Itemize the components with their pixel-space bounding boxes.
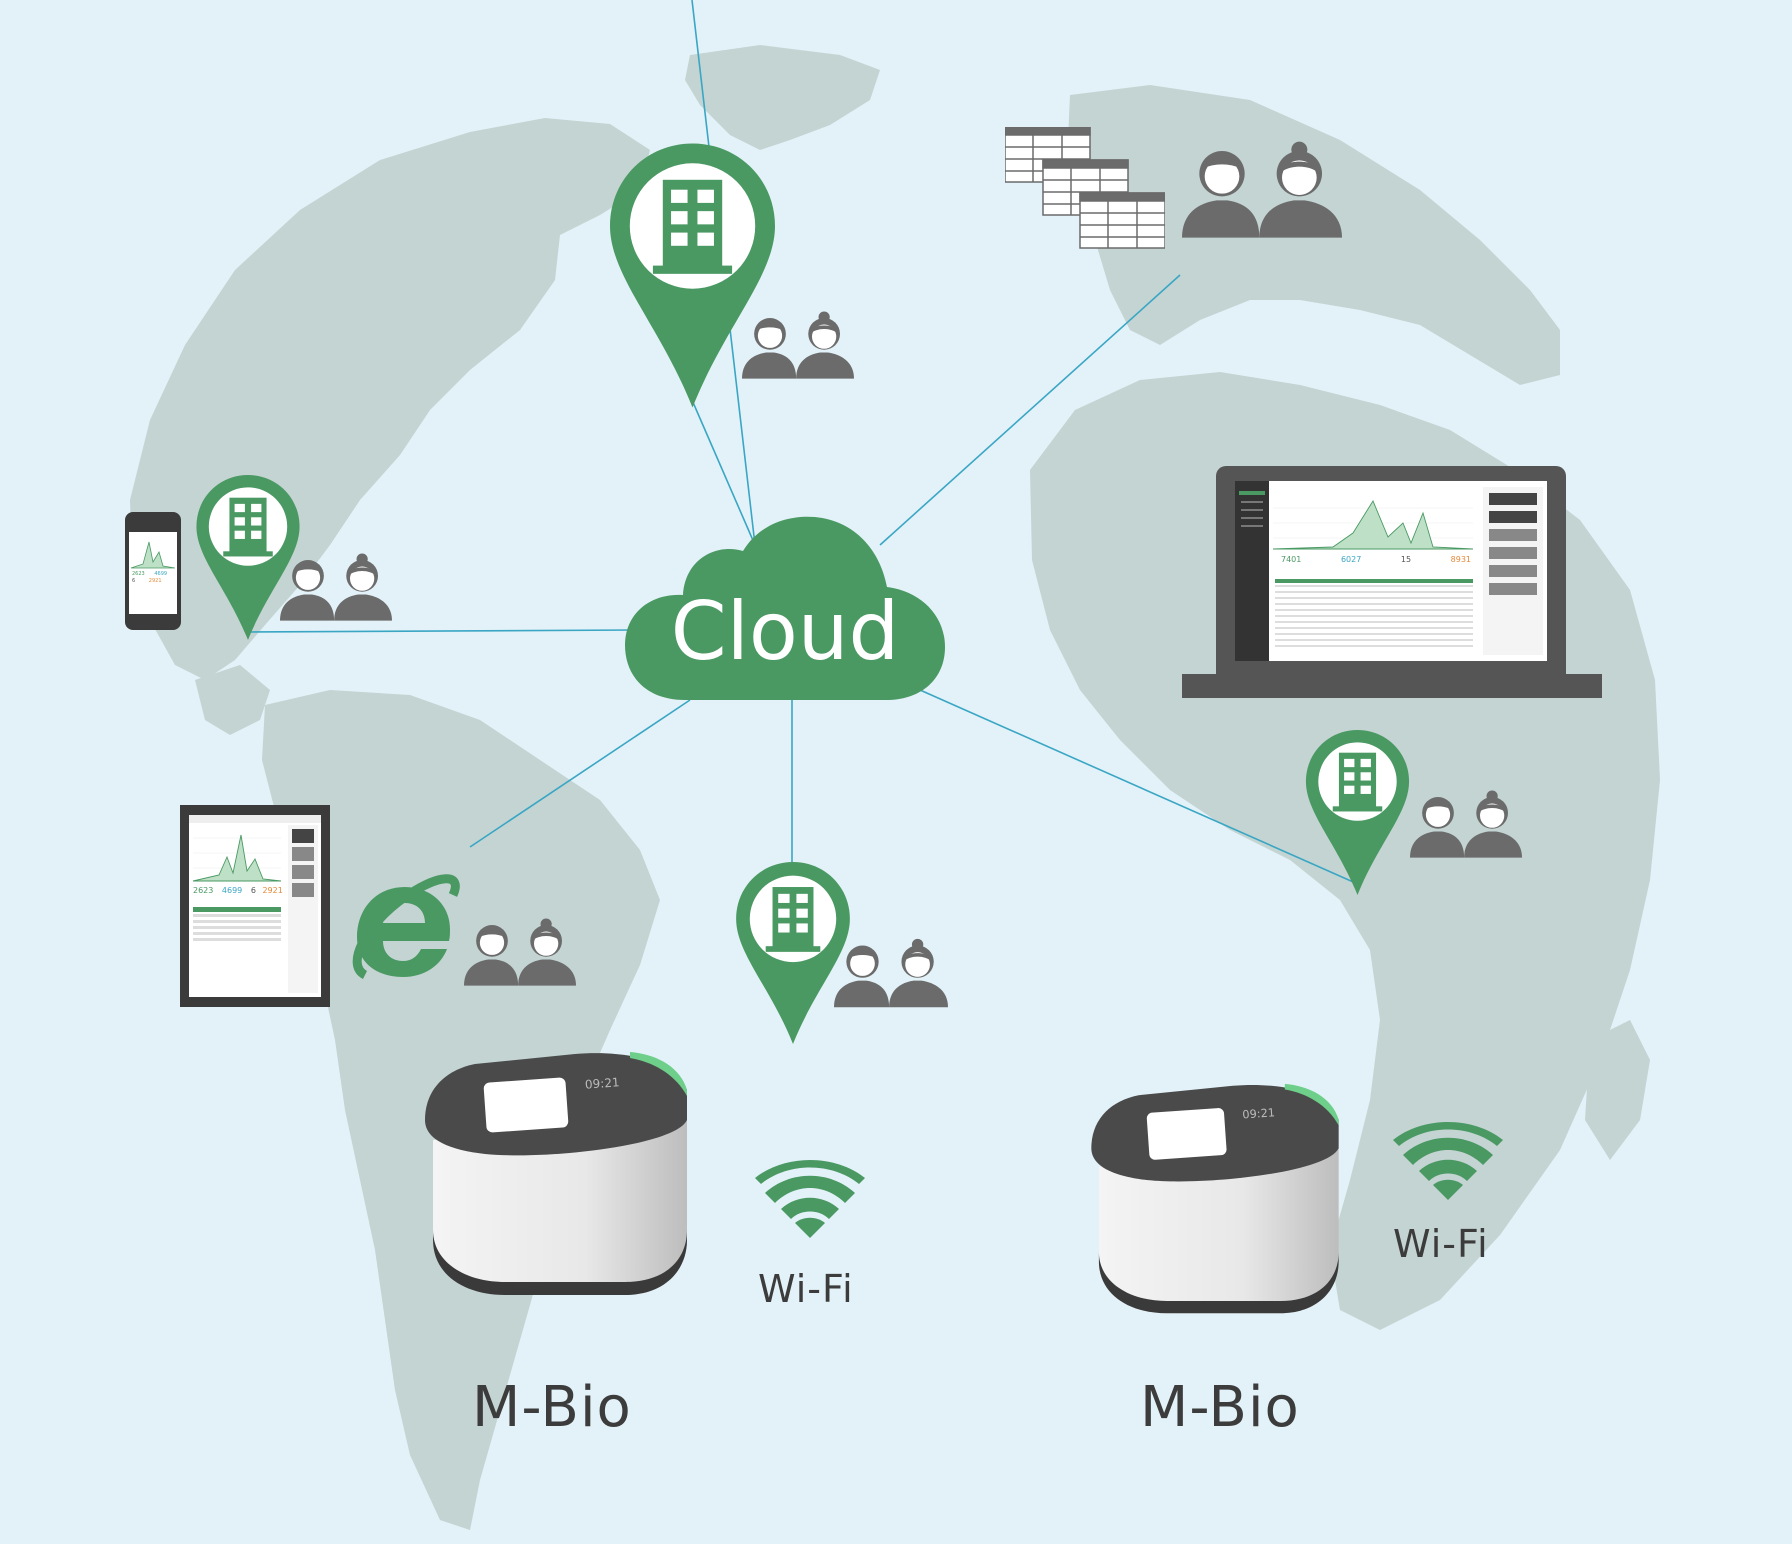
people-icon bbox=[834, 938, 948, 1010]
tablet-screen: 2623 4699 6 2921 bbox=[189, 815, 321, 997]
land-greenland bbox=[685, 45, 880, 150]
cloud-label: Cloud bbox=[670, 585, 900, 678]
building-pin-icon bbox=[1305, 730, 1410, 895]
land-central-america bbox=[195, 665, 270, 735]
laptop-sidebar bbox=[1483, 487, 1543, 655]
people-icon bbox=[1410, 788, 1522, 862]
link-east-pin bbox=[919, 689, 1361, 886]
tablet-stat: 4699 bbox=[221, 886, 243, 895]
laptop-stat: 8931 bbox=[1450, 555, 1471, 564]
wifi-icon bbox=[1393, 1122, 1503, 1200]
device-clock: 09:21 bbox=[585, 1075, 620, 1091]
people-icon bbox=[742, 308, 854, 384]
building-pin-icon bbox=[736, 862, 850, 1044]
phone-stat: 4699 bbox=[154, 571, 168, 577]
laptop-stat: 6027 bbox=[1340, 555, 1362, 564]
tablet-stat: 6 bbox=[250, 886, 256, 895]
m-bio-device: 09:21 bbox=[425, 1052, 687, 1295]
link-reports bbox=[879, 274, 1181, 546]
device-label: M-Bio bbox=[472, 1375, 632, 1440]
laptop-stat: 15 bbox=[1400, 555, 1412, 564]
tablet-stat: 2921 bbox=[262, 886, 283, 895]
smartphone: 2623 4699 6 2921 bbox=[125, 512, 181, 630]
laptop-base bbox=[1182, 674, 1602, 698]
land-madagascar bbox=[1585, 1020, 1650, 1160]
laptop-table bbox=[1275, 579, 1473, 647]
cloud-icon bbox=[625, 516, 945, 700]
link-tablet bbox=[469, 699, 691, 848]
phone-stat: 2921 bbox=[148, 578, 162, 584]
wifi-icon bbox=[755, 1160, 865, 1238]
tablet: 2623 4699 6 2921 bbox=[180, 805, 330, 1007]
internet-explorer-icon bbox=[352, 874, 460, 980]
laptop-screen: 7401 6027 15 8931 bbox=[1235, 481, 1547, 661]
link-north-pin-2 bbox=[691, 399, 756, 546]
tablet-chart bbox=[192, 834, 282, 882]
building-pin-icon bbox=[196, 475, 300, 640]
laptop: 7401 6027 15 8931 bbox=[1216, 466, 1566, 674]
phone-stat: 6 bbox=[132, 578, 136, 584]
wifi-label: Wi-Fi bbox=[758, 1267, 854, 1311]
laptop-stats: 7401 6027 15 8931 bbox=[1281, 555, 1471, 564]
people-icon bbox=[1182, 137, 1342, 245]
device-label: M-Bio bbox=[1140, 1375, 1300, 1440]
phone-screen: 2623 4699 6 2921 bbox=[129, 526, 177, 614]
people-icon bbox=[280, 550, 392, 626]
table-sheets-icon bbox=[1005, 127, 1165, 249]
people-icon bbox=[464, 918, 576, 988]
m-bio-device: 09:21 bbox=[1091, 1083, 1339, 1314]
link-west-pin bbox=[249, 629, 636, 633]
laptop-stat: 7401 bbox=[1281, 555, 1302, 564]
phone-chart bbox=[130, 541, 176, 569]
tablet-stat: 2623 bbox=[193, 886, 214, 895]
wifi-label: Wi-Fi bbox=[1393, 1222, 1489, 1266]
laptop-nav bbox=[1235, 481, 1269, 661]
laptop-chart bbox=[1273, 500, 1473, 550]
tablet-sidebar bbox=[288, 825, 318, 993]
phone-stat: 2623 bbox=[132, 571, 145, 577]
building-pin-icon bbox=[610, 143, 775, 408]
tablet-table bbox=[193, 907, 281, 941]
device-clock: 09:21 bbox=[1242, 1105, 1276, 1121]
